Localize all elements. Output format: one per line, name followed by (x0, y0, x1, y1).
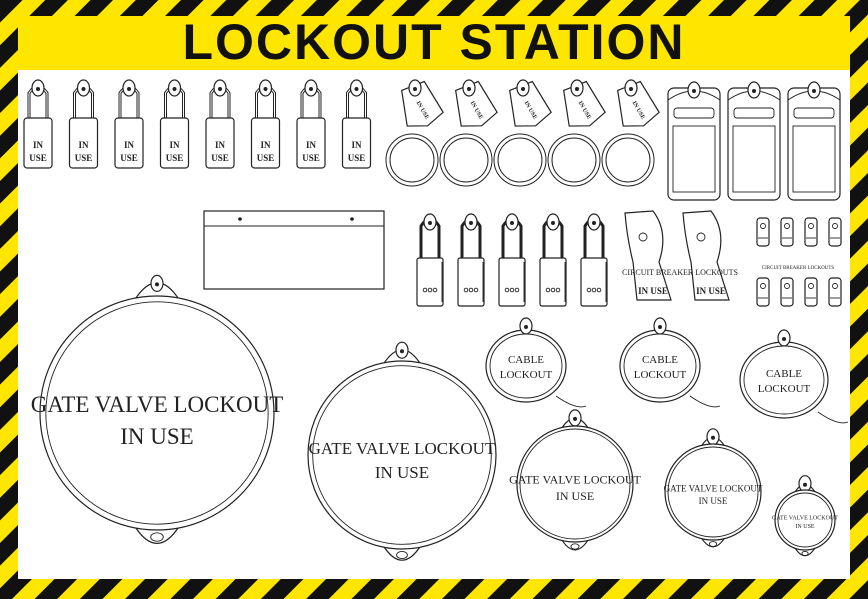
padlock: IN USE (114, 79, 144, 169)
padlock-label-use: USE (29, 153, 47, 163)
steel-hasp (498, 213, 526, 307)
gate-valve-label-title: GATE VALVE LOCKOUT (772, 516, 838, 522)
cable-lockout-label-cable: CABLE (642, 354, 678, 366)
gate-valve-label-status: IN USE (795, 524, 815, 530)
padlock-label-in: IN (78, 140, 89, 150)
breaker-lockout-label: IN USE (696, 286, 726, 296)
small-breaker-lockout (828, 277, 842, 307)
padlock: IN USE (205, 79, 235, 169)
cable-lockout: CABLE LOCKOUT (619, 317, 721, 408)
padlock-label-in: IN (33, 140, 44, 150)
padlock-label-use: USE (120, 153, 138, 163)
cable-lockout-label-lockout: LOCKOUT (634, 369, 687, 381)
scissor-hasp: IN USE (385, 79, 444, 187)
gate-valve-label-status: IN USE (120, 424, 193, 449)
padlock-label-use: USE (75, 153, 93, 163)
gate-valve-lockout: GATE VALVE LOCKOUT IN USE (31, 274, 284, 544)
scissor-hasp: IN USE (493, 79, 552, 187)
station-title: LOCKOUT STATION (182, 14, 685, 70)
tag-pocket (203, 210, 385, 290)
lock-box (667, 81, 721, 201)
padlock-label-in: IN (169, 140, 180, 150)
circuit-breaker-lockouts: IN USE IN USE CIRCUIT BREAKER LOCKOUTS (622, 210, 738, 301)
small-breaker-lockout (756, 217, 770, 247)
scissor-hasp: IN USE (601, 79, 660, 187)
small-breaker-lockout (756, 277, 770, 307)
padlock-label-use: USE (257, 153, 275, 163)
gate-valve-label-title: GATE VALVE LOCKOUT (309, 439, 496, 458)
padlock-label-in: IN (351, 140, 362, 150)
padlock: IN USE (159, 79, 190, 169)
steel-hasp (539, 213, 567, 307)
gate-valve-label-status: IN USE (375, 463, 429, 482)
cable-lockout-label-lockout: LOCKOUT (500, 369, 553, 381)
scissor-hasp: IN USE (547, 79, 606, 187)
lock-box (727, 81, 781, 201)
steel-hasp (416, 213, 444, 307)
lock-box (787, 81, 841, 201)
breaker-lockout: IN USE (624, 210, 672, 301)
padlock: IN USE (341, 79, 372, 169)
breaker-caption: CIRCUIT BREAKER LOCKOUTS (622, 268, 738, 277)
scissor-hasp: IN USE (439, 79, 498, 187)
small-breaker-caption: CIRCUIT BREAKER LOCKOUTS (762, 266, 835, 271)
gate-valve-label-title: GATE VALVE LOCKOUT (509, 472, 641, 486)
cable-lockout-label-cable: CABLE (766, 368, 802, 380)
padlock-label-in: IN (124, 140, 135, 150)
small-breaker-lockouts: CIRCUIT BREAKER LOCKOUTS (756, 217, 842, 307)
cable-lockout-label-cable: CABLE (508, 354, 544, 366)
padlock-label-in: IN (215, 140, 226, 150)
gate-valve-label-status: IN USE (556, 489, 594, 503)
small-breaker-lockout (804, 217, 818, 247)
padlock-label-use: USE (166, 153, 184, 163)
padlock-label-in: IN (306, 140, 317, 150)
cable-lockout: CABLE LOCKOUT (739, 329, 849, 424)
padlock-label-in: IN (260, 140, 271, 150)
small-breaker-lockout (780, 217, 794, 247)
gate-valve-label-title: GATE VALVE LOCKOUT (31, 392, 284, 417)
gate-valve-lockout: GATE VALVE LOCKOUT IN USE (664, 428, 763, 548)
cable-lockout-label-lockout: LOCKOUT (758, 383, 811, 395)
padlock: IN USE (250, 79, 281, 169)
gate-valve-lockout: GATE VALVE LOCKOUT IN USE (509, 409, 642, 551)
padlock: IN USE (296, 79, 326, 169)
breaker-lockout: IN USE (682, 210, 730, 301)
padlock: IN USE (23, 79, 53, 169)
padlock-label-use: USE (211, 153, 229, 163)
breaker-lockout-label: IN USE (638, 286, 668, 296)
steel-hasp (457, 213, 485, 307)
padlock-label-use: USE (348, 153, 366, 163)
gate-valve-label-title: GATE VALVE LOCKOUT (664, 484, 763, 494)
steel-hasp (580, 213, 608, 307)
small-breaker-lockout (828, 217, 842, 247)
padlock: IN USE (68, 79, 99, 169)
cable-lockout: CABLE LOCKOUT (485, 317, 587, 408)
gate-valve-lockout: GATE VALVE LOCKOUT IN USE (772, 475, 838, 557)
small-breaker-lockout (780, 277, 794, 307)
padlock-label-use: USE (302, 153, 320, 163)
small-breaker-lockout (804, 277, 818, 307)
gate-valve-lockout: GATE VALVE LOCKOUT IN USE (307, 341, 497, 561)
gate-valve-label-status: IN USE (699, 496, 728, 506)
title-banner: LOCKOUT STATION (18, 14, 850, 70)
